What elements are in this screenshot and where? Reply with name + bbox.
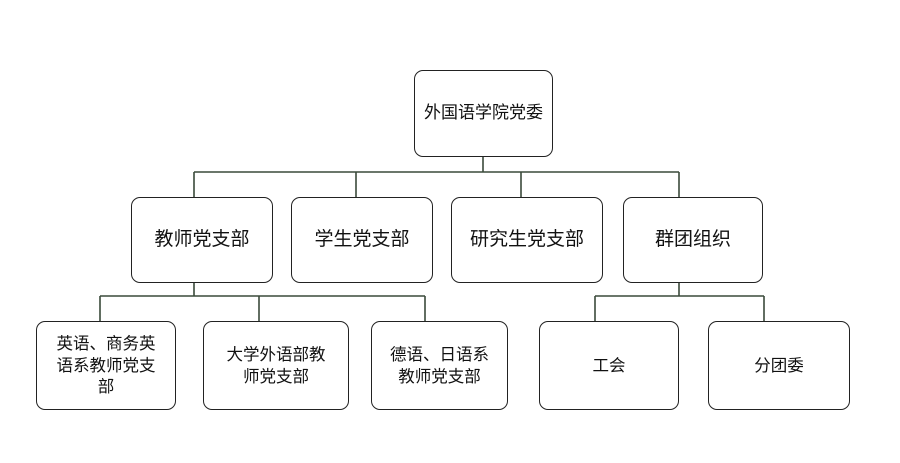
graduate-branch-label: 研究生党支部 xyxy=(469,228,584,251)
college-english-teacher-branch-label: 大学外语部教 师党支部 xyxy=(226,344,326,386)
college-english-teacher-branch-node: 大学外语部教 师党支部 xyxy=(203,321,349,410)
youth-league-committee-label: 分团委 xyxy=(754,355,804,375)
youth-league-committee-node: 分团委 xyxy=(708,321,850,410)
student-branch-label: 学生党支部 xyxy=(314,228,410,251)
student-branch-node: 学生党支部 xyxy=(291,197,433,283)
teacher-branch-node: 教师党支部 xyxy=(131,197,273,283)
mass-organizations-label: 群团组织 xyxy=(654,228,731,251)
mass-organizations-node: 群团组织 xyxy=(623,197,763,283)
trade-union-label: 工会 xyxy=(592,355,626,375)
english-business-teacher-branch-node: 英语、商务英 语系教师党支 部 xyxy=(36,321,176,410)
trade-union-node: 工会 xyxy=(539,321,679,410)
graduate-branch-node: 研究生党支部 xyxy=(451,197,603,283)
root-node: 外国语学院党委 xyxy=(414,70,553,157)
german-japanese-teacher-branch-node: 德语、日语系 教师党支部 xyxy=(371,321,508,410)
german-japanese-teacher-branch-label: 德语、日语系 教师党支部 xyxy=(390,344,489,386)
teacher-branch-label: 教师党支部 xyxy=(154,228,250,251)
english-business-teacher-branch-label: 英语、商务英 语系教师党支 部 xyxy=(56,333,156,397)
root-node-label: 外国语学院党委 xyxy=(424,103,543,124)
